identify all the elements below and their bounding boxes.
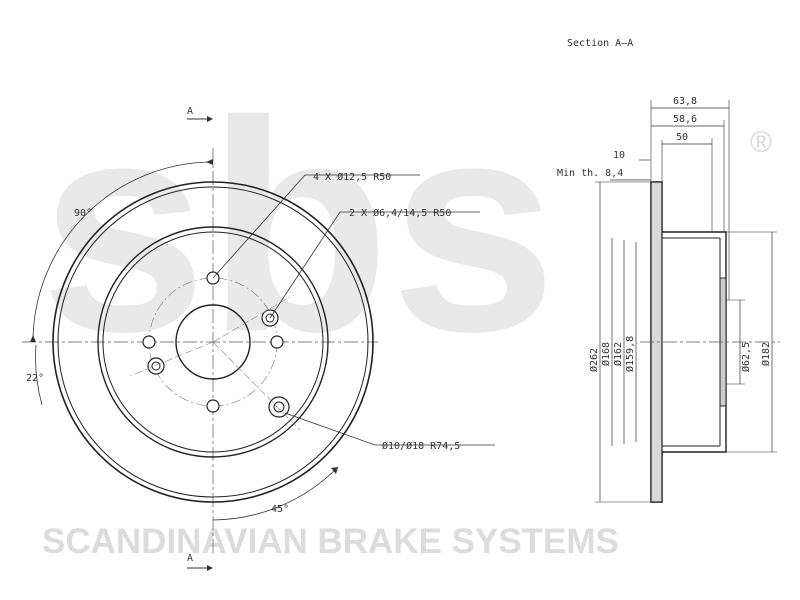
- svg-text:A: A: [187, 106, 193, 117]
- front-view: 90° 22° 45° 4 X Ø12,5 R50 2 X Ø6,4/14,5 …: [22, 148, 495, 556]
- registered-mark: ®: [750, 126, 772, 159]
- angle-label-45: 45°: [271, 504, 289, 515]
- bolt-hole: [206, 399, 220, 413]
- leader-counterbore: [284, 412, 495, 446]
- radial-line: [129, 341, 214, 377]
- section-marker-top: A: [187, 106, 213, 122]
- min-thickness: Min th. 8,4: [557, 168, 623, 179]
- dim-10: 10: [613, 150, 625, 161]
- radial-line: [212, 296, 291, 343]
- dia-159-8: Ø159,8: [624, 336, 636, 372]
- angle-arc-90: [32, 161, 214, 343]
- small-hole: [151, 361, 161, 371]
- outer-disc-circle: [52, 181, 374, 503]
- section-view: 63,8 58,6 50 10 Min th. 8,4 Ø262 Ø168 Ø1…: [557, 96, 780, 503]
- center-bore: [175, 304, 251, 380]
- dia-168: Ø168: [600, 342, 612, 366]
- section-title: Section A–A: [567, 38, 633, 49]
- angle-label-90: 90°: [74, 208, 92, 219]
- callout-small-holes: 2 X Ø6,4/14,5 R50: [349, 207, 451, 219]
- dia-162: Ø162: [612, 342, 624, 366]
- outer-disc-inner-edge: [57, 186, 369, 498]
- svg-text:A: A: [187, 553, 193, 564]
- dia-262: Ø262: [588, 348, 600, 372]
- leader-bolt-holes: [212, 174, 420, 279]
- angle-arc-45: [212, 466, 339, 521]
- hat-outer-circle: [97, 226, 329, 458]
- radial-line: [212, 341, 301, 431]
- dim-50: 50: [676, 132, 688, 143]
- section-marker-bottom: A: [187, 553, 213, 571]
- counterbore-hole-inner: [273, 401, 285, 413]
- callout-bolt-holes: 4 X Ø12,5 R50: [313, 171, 391, 183]
- dim-58-6: 58,6: [673, 114, 697, 125]
- sbs-logo-watermark: sbs: [40, 58, 557, 394]
- bolt-hole: [142, 335, 156, 349]
- bolt-hole: [270, 335, 284, 349]
- hat-inner-circle: [102, 231, 324, 453]
- angle-label-22: 22°: [26, 373, 44, 384]
- dia-182: Ø182: [760, 342, 772, 366]
- angle-arc-22: [35, 344, 43, 406]
- leader-small-holes: [269, 211, 480, 319]
- company-name-watermark: SCANDINAVIAN BRAKE SYSTEMS: [42, 522, 619, 561]
- dia-62-5: Ø62,5: [740, 342, 752, 372]
- dim-63-8: 63,8: [673, 96, 697, 107]
- callout-counterbore: Ø10/Ø18 R74,5: [382, 440, 460, 452]
